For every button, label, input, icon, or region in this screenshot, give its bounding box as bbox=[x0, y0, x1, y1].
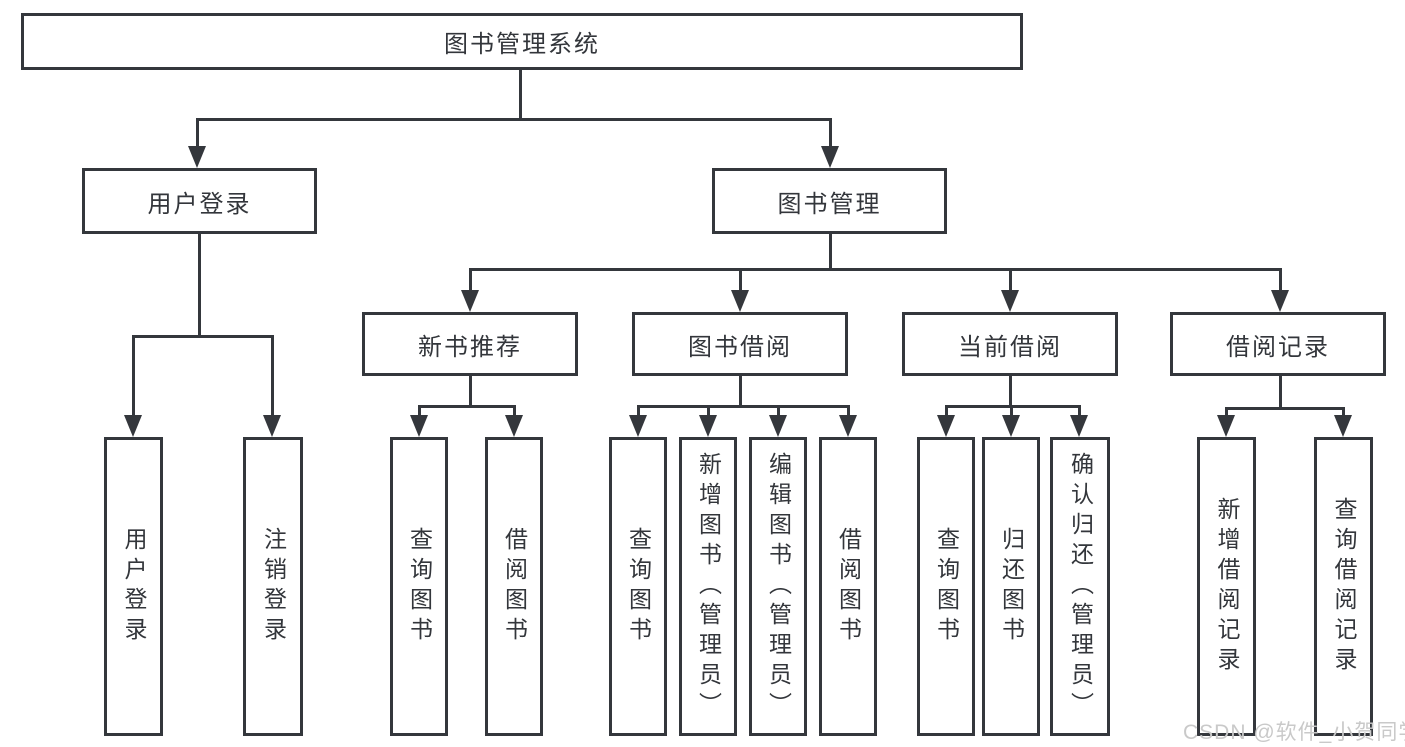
connector-line bbox=[196, 118, 199, 150]
node-user-login: 用户登录 bbox=[82, 168, 317, 234]
connector-line bbox=[1009, 376, 1012, 407]
leaf-add-borrow-record: 新增借阅记录 bbox=[1197, 437, 1256, 736]
leaf-logout: 注销登录 bbox=[243, 437, 303, 736]
leaf-borrow-books: 借阅图书 bbox=[819, 437, 877, 736]
leaf-edit-book-admin: 编辑图书（管理员） bbox=[749, 437, 807, 736]
leaf-borrow-books-recommend: 借阅图书 bbox=[485, 437, 543, 736]
csdn-watermark: CSDN @软件_小贺同学 bbox=[1183, 721, 1405, 744]
connector-line bbox=[1279, 376, 1282, 409]
arrow-head bbox=[699, 415, 717, 437]
arrow-head bbox=[731, 290, 749, 312]
arrow-head bbox=[124, 415, 142, 437]
connector-line bbox=[469, 376, 472, 407]
leaf-query-books-borrow: 查询图书 bbox=[609, 437, 667, 736]
leaf-user-login: 用户登录 bbox=[104, 437, 163, 736]
connector-line bbox=[1225, 407, 1344, 410]
node-new-book-recommend: 新书推荐 bbox=[362, 312, 578, 376]
connector-line bbox=[945, 405, 948, 417]
connector-line bbox=[1342, 407, 1345, 417]
arrow-head bbox=[769, 415, 787, 437]
connector-line bbox=[196, 118, 832, 121]
arrow-head bbox=[1001, 290, 1019, 312]
connector-line bbox=[847, 405, 850, 417]
connector-line bbox=[829, 118, 832, 150]
connector-line bbox=[1010, 405, 1013, 417]
arrow-head bbox=[1271, 290, 1289, 312]
arrow-head bbox=[629, 415, 647, 437]
connector-line bbox=[1279, 268, 1282, 292]
arrow-head bbox=[505, 415, 523, 437]
connector-line bbox=[945, 405, 1081, 408]
connector-line bbox=[777, 405, 780, 417]
connector-line bbox=[1225, 407, 1228, 417]
node-root: 图书管理系统 bbox=[21, 13, 1023, 70]
connector-line bbox=[469, 268, 1282, 271]
connector-line bbox=[1009, 268, 1012, 292]
arrow-head bbox=[263, 415, 281, 437]
node-current-borrow: 当前借阅 bbox=[902, 312, 1118, 376]
connector-line bbox=[513, 405, 516, 417]
connector-line bbox=[198, 234, 201, 337]
node-book-management: 图书管理 bbox=[712, 168, 947, 234]
leaf-query-books-current: 查询图书 bbox=[917, 437, 975, 736]
connector-line bbox=[739, 268, 742, 292]
leaf-add-book-admin: 新增图书（管理员） bbox=[679, 437, 737, 736]
arrow-head bbox=[1334, 415, 1352, 437]
connector-line bbox=[271, 335, 274, 417]
leaf-return-book: 归还图书 bbox=[982, 437, 1040, 736]
arrow-head bbox=[1070, 415, 1088, 437]
arrow-head bbox=[937, 415, 955, 437]
leaf-query-books-recommend: 查询图书 bbox=[390, 437, 448, 736]
connector-line bbox=[132, 335, 135, 417]
connector-line bbox=[1078, 405, 1081, 417]
connector-line bbox=[418, 405, 421, 417]
arrow-head bbox=[461, 290, 479, 312]
arrow-head bbox=[410, 415, 428, 437]
connector-line bbox=[707, 405, 710, 417]
connector-line bbox=[418, 405, 515, 408]
node-borrow-records: 借阅记录 bbox=[1170, 312, 1386, 376]
leaf-confirm-return-admin: 确认归还（管理员） bbox=[1050, 437, 1110, 736]
arrow-head bbox=[1217, 415, 1235, 437]
connector-line bbox=[637, 405, 640, 417]
connector-line bbox=[739, 376, 742, 407]
connector-line bbox=[132, 335, 274, 338]
connector-line bbox=[519, 69, 522, 121]
arrow-head bbox=[839, 415, 857, 437]
connector-line bbox=[637, 405, 849, 408]
arrow-head bbox=[188, 146, 206, 168]
arrow-head bbox=[821, 146, 839, 168]
connector-line bbox=[829, 234, 832, 271]
node-book-borrow: 图书借阅 bbox=[632, 312, 848, 376]
arrow-head bbox=[1002, 415, 1020, 437]
connector-line bbox=[469, 268, 472, 292]
leaf-query-borrow-record: 查询借阅记录 bbox=[1314, 437, 1373, 736]
